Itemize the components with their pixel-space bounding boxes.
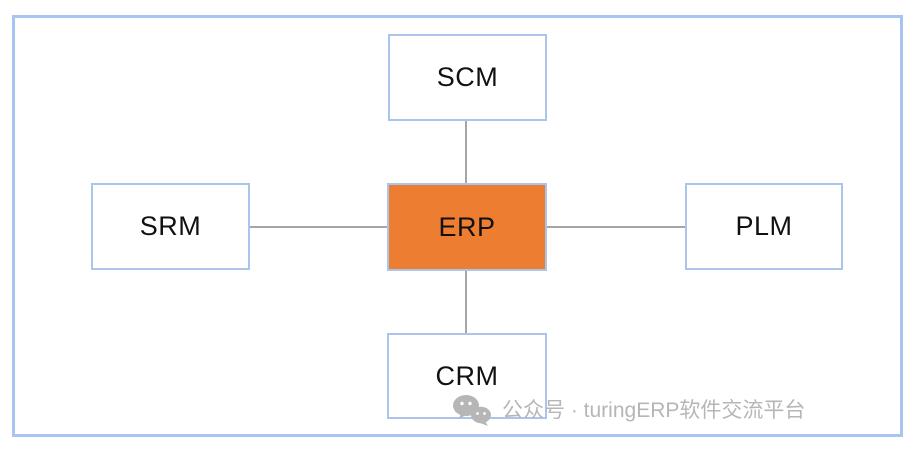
edge-erp-plm [547,226,685,228]
node-crm: CRM [387,333,547,419]
node-srm-label: SRM [139,211,202,241]
node-scm-label: SCM [436,62,499,92]
node-plm: PLM [685,183,843,270]
node-scm: SCM [388,34,547,121]
node-erp: ERP [387,183,547,271]
node-crm-label: CRM [435,360,499,391]
edge-erp-scm [465,121,467,183]
edge-erp-srm [250,226,387,228]
diagram-outer-border [12,15,903,437]
edge-erp-crm [465,271,467,333]
node-plm-label: PLM [735,211,793,241]
node-srm: SRM [91,183,250,270]
node-erp-label: ERP [438,211,496,242]
